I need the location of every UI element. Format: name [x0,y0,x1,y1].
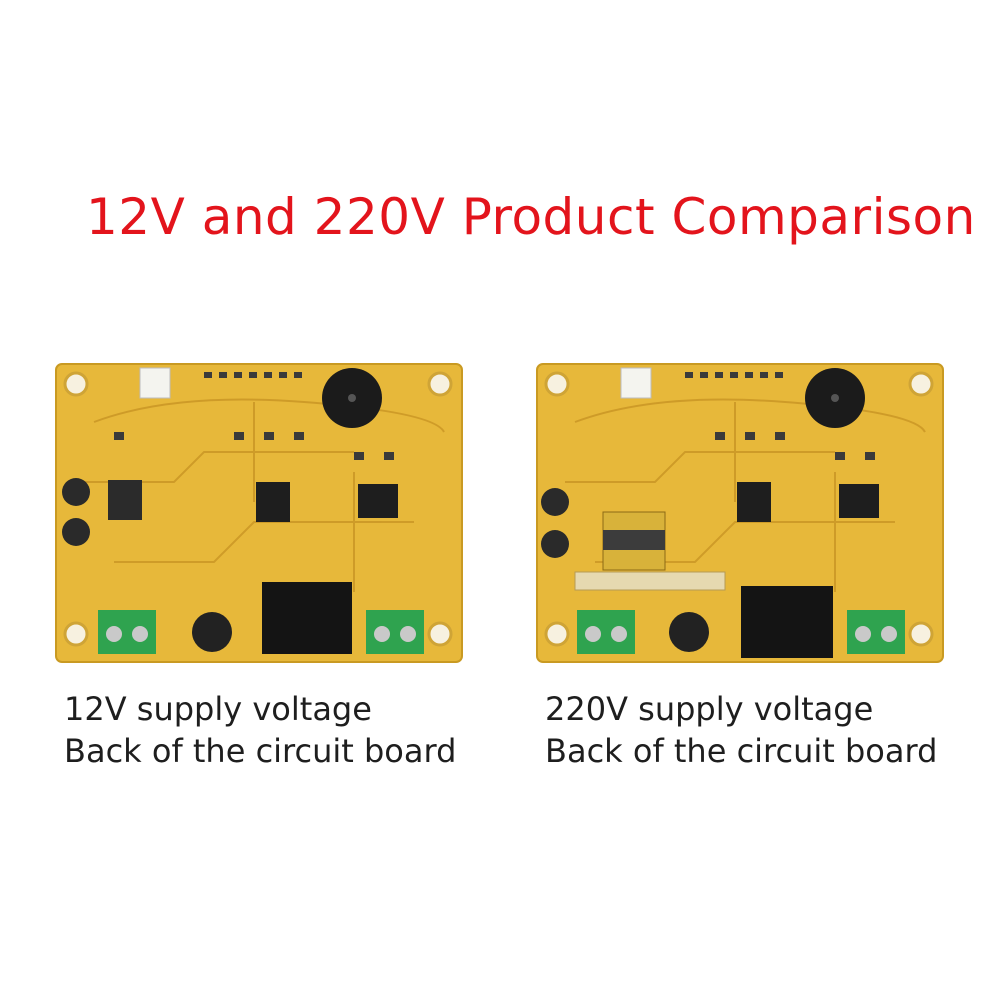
circuit-board-12v-photo [54,362,464,664]
caption-220v-voltage: 220V supply voltage [545,690,874,728]
caption-220v-side: Back of the circuit board [545,732,938,770]
circuit-board-220v-photo [535,362,945,664]
caption-12v: 12V supply voltage Back of the circuit b… [64,688,456,772]
comparison-title: 12V and 220V Product Comparison [86,188,976,246]
caption-220v: 220V supply voltage Back of the circuit … [545,688,937,772]
caption-12v-side: Back of the circuit board [64,732,457,770]
caption-12v-voltage: 12V supply voltage [64,690,372,728]
